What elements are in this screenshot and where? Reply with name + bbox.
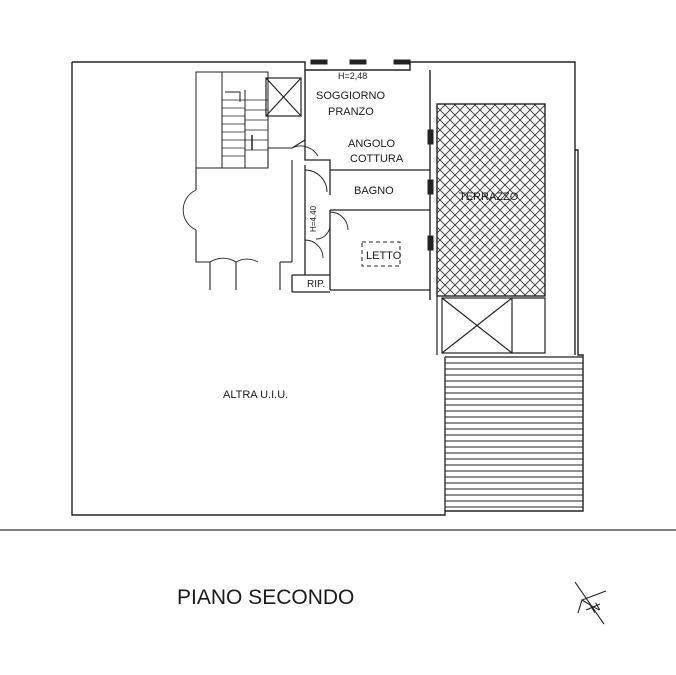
- apartment-walls: [291, 140, 430, 293]
- height-top-label: H=2,48: [338, 71, 367, 81]
- north-arrow-icon: [574, 581, 607, 625]
- stairwell: [195, 71, 269, 169]
- room-angolo-label: ANGOLO: [348, 138, 396, 150]
- window-marks: [310, 59, 434, 251]
- terrace: [436, 103, 546, 297]
- room-altra-uiu-label: ALTRA U.I.U.: [223, 389, 288, 401]
- elevator-shaft: [265, 77, 302, 117]
- landing: [182, 139, 319, 290]
- floor-title: PIANO SECONDO: [177, 586, 354, 609]
- north-label: N: [588, 600, 603, 616]
- height-corridor-label: H=4,40: [309, 205, 318, 232]
- room-pranzo-label: PRANZO: [328, 106, 374, 118]
- room-soggiorno-label: SOGGIORNO: [316, 90, 386, 102]
- room-bagno-label: BAGNO: [354, 185, 394, 197]
- room-letto-label: LETTO: [366, 250, 402, 262]
- room-rip-label: RIP.: [307, 279, 325, 290]
- external-stairs: [444, 356, 583, 511]
- room-cottura-label: COTTURA: [350, 153, 404, 165]
- terrace-lower: [436, 296, 546, 355]
- room-terrazzo-label: TERRAZZO: [459, 191, 519, 203]
